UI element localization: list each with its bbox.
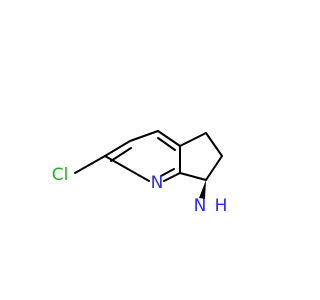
molecule-structure: Cl N N H xyxy=(52,130,228,216)
bond-group xyxy=(74,130,223,182)
bond-n1-c2 xyxy=(104,155,150,182)
atom-hydrogen-amine: H xyxy=(215,196,228,216)
bond-c7-c7a xyxy=(179,172,207,181)
bond-c2-c3-inner xyxy=(110,147,132,162)
bond-c4-c4a xyxy=(157,130,181,147)
bond-c2-cl xyxy=(74,155,106,174)
molecule-diagram: Cl N N H xyxy=(52,130,228,216)
atom-chlorine: Cl xyxy=(52,165,69,185)
bond-c4-c4a-inner xyxy=(157,137,176,151)
bond-c7a-n1 xyxy=(163,172,181,182)
atom-nitrogen-ring: N xyxy=(151,173,164,193)
bond-c4a-c5 xyxy=(179,132,207,147)
bond-c5-c6 xyxy=(205,132,223,157)
bond-c6-c7 xyxy=(205,155,223,181)
atom-nitrogen-amine: N xyxy=(194,196,207,216)
bond-c2-c3 xyxy=(104,140,131,157)
wedge-bond-c7-n xyxy=(199,180,206,199)
bond-c7a-n1-inner xyxy=(160,168,175,177)
bond-c3-c4 xyxy=(129,130,159,142)
